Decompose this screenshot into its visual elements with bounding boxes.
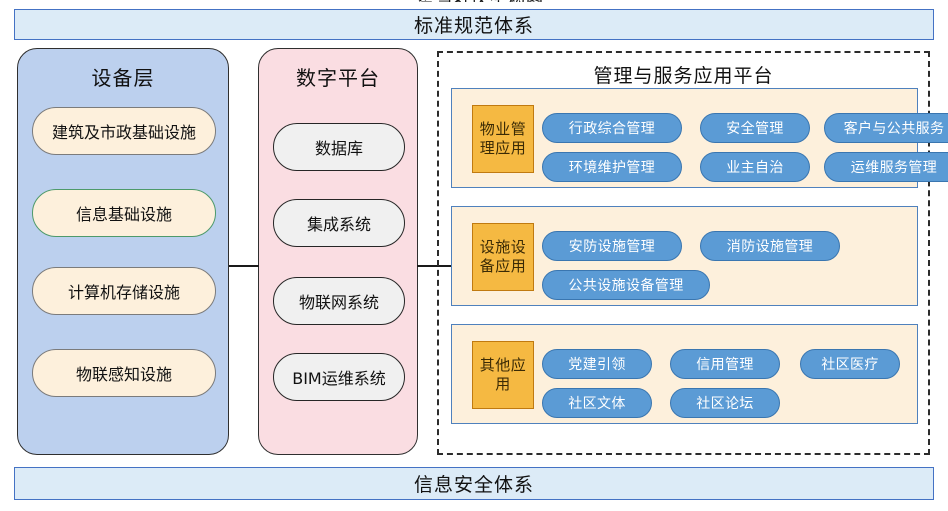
banner-standards: 标准规范体系 (14, 9, 934, 40)
application-pill[interactable]: 消防设施管理 (700, 231, 840, 261)
application-pill[interactable]: 公共设施设备管理 (542, 270, 710, 300)
application-pill[interactable]: 安防设施管理 (542, 231, 682, 261)
application-pill[interactable]: 安全管理 (700, 113, 810, 143)
layer-device-item[interactable]: 信息基础设施 (32, 189, 216, 237)
application-pill[interactable]: 党建引领 (542, 349, 652, 379)
application-pill[interactable]: 社区文体 (542, 388, 652, 418)
layer-platform-item[interactable]: 物联网系统 (273, 277, 405, 325)
application-pill[interactable]: 行政综合管理 (542, 113, 682, 143)
layer-device: 设备层 建筑及市政基础设施信息基础设施计算机存储设施物联感知设施 (17, 48, 229, 455)
application-pill[interactable]: 环境维护管理 (542, 152, 682, 182)
application-pill[interactable]: 社区论坛 (670, 388, 780, 418)
application-pill[interactable]: 信用管理 (670, 349, 780, 379)
application-pill[interactable]: 客户与公共服务 (824, 113, 948, 143)
layer-device-item[interactable]: 物联感知设施 (32, 349, 216, 397)
layer-device-item[interactable]: 建筑及市政基础设施 (32, 107, 216, 155)
application-group-panel: 其他应用党建引领信用管理社区医疗社区文体社区论坛 (451, 324, 918, 424)
layer-platform-title: 数字平台 (296, 66, 380, 90)
connector-device-platform (229, 265, 259, 267)
application-pill[interactable]: 运维服务管理 (824, 152, 948, 182)
layer-device-item[interactable]: 计算机存储设施 (32, 267, 216, 315)
layer-platform-item[interactable]: BIM运维系统 (273, 353, 405, 401)
application-group-panel: 物业管理应用行政综合管理安全管理客户与公共服务环境维护管理业主自治运维服务管理 (451, 88, 948, 188)
application-group-label[interactable]: 其他应用 (472, 341, 534, 409)
application-pill[interactable]: 业主自治 (700, 152, 810, 182)
application-group-panel: 设施设备应用安防设施管理消防设施管理公共设施设备管理 (451, 206, 918, 306)
application-pill[interactable]: 社区医疗 (800, 349, 900, 379)
connector-platform-apps (417, 265, 454, 267)
layer-platform: 数字平台 数据库集成系统物联网系统 BIM运维系统 (258, 48, 418, 455)
layer-platform-item[interactable]: 集成系统 (273, 199, 405, 247)
application-group-label[interactable]: 物业管理应用 (472, 105, 534, 173)
applications-title: 管理与服务应用平台 (593, 65, 774, 87)
layer-device-title: 设备层 (91, 66, 155, 90)
applications-region: 管理与服务应用平台 物业管理应用行政综合管理安全管理客户与公共服务环境维护管理业… (437, 51, 948, 455)
layer-platform-item[interactable]: 数据库 (273, 123, 405, 171)
application-group-label[interactable]: 设施设备应用 (472, 223, 534, 291)
top-clipped-title: 智慧社区架构图 (378, 0, 584, 2)
banner-information-security: 信息安全体系 (14, 467, 934, 500)
